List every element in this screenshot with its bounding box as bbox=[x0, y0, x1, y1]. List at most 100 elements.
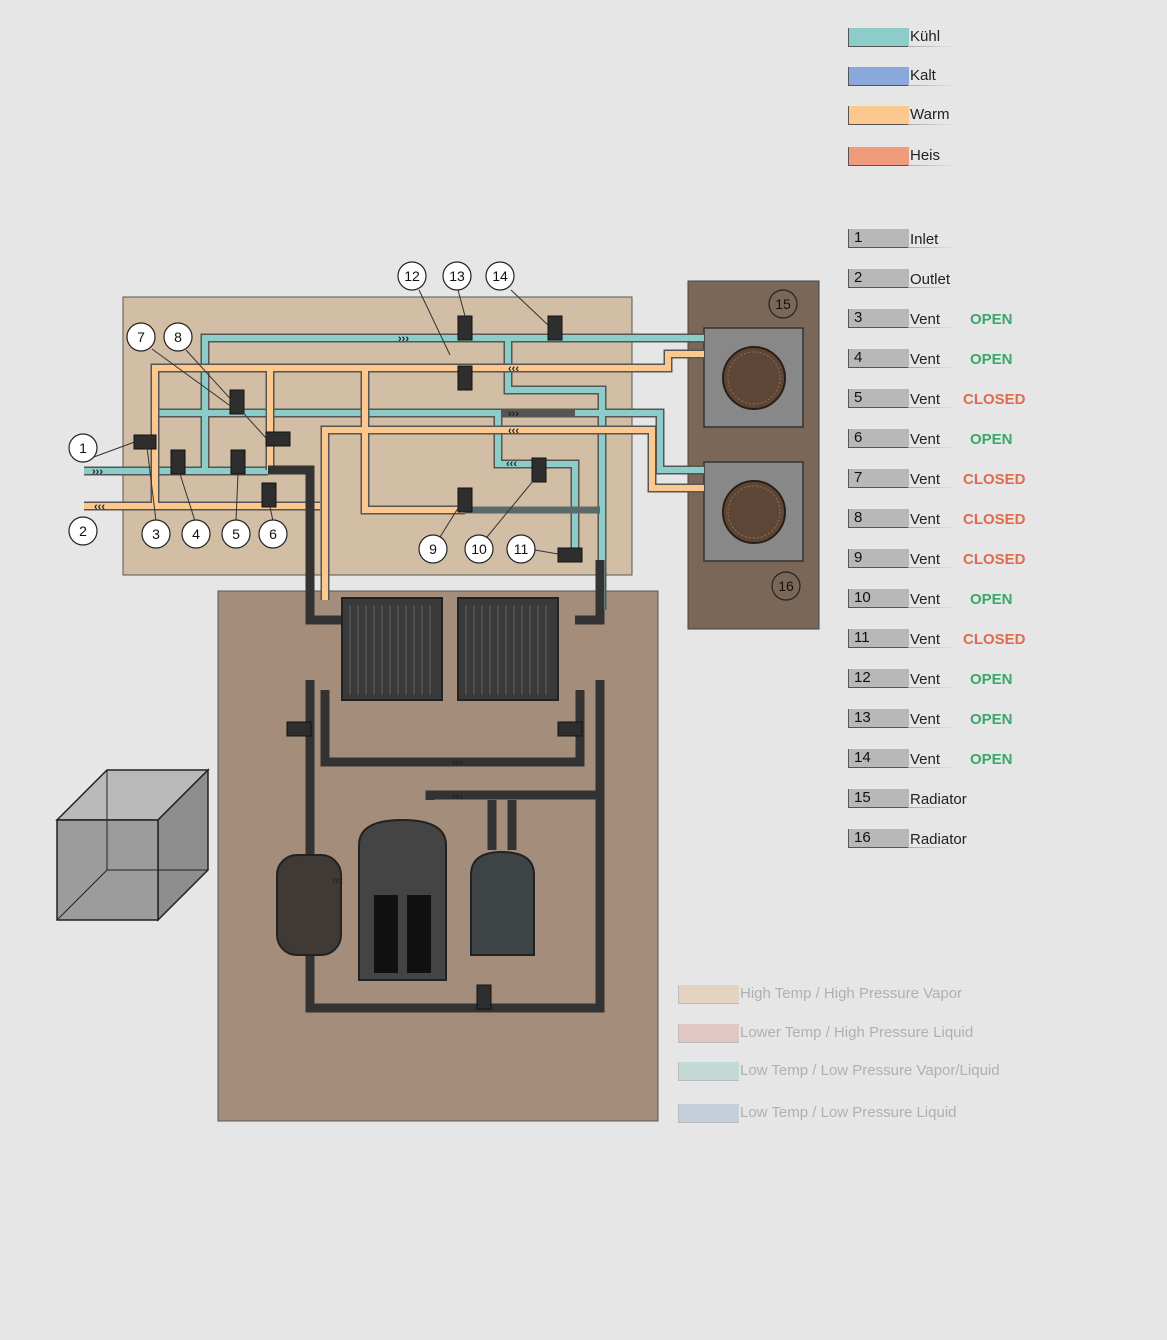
number-swatch bbox=[848, 469, 909, 488]
temperature-swatch bbox=[678, 1024, 739, 1043]
component-name: Radiator bbox=[910, 791, 967, 808]
svg-text:‹‹‹: ‹‹‹ bbox=[508, 363, 519, 375]
valve-symbols bbox=[133, 315, 583, 1010]
component-name: Radiator bbox=[910, 831, 967, 848]
fluid-label: Kalt bbox=[910, 67, 936, 84]
svg-text:13: 13 bbox=[449, 268, 465, 284]
valve-state: OPEN bbox=[970, 671, 1013, 688]
underline bbox=[908, 647, 958, 648]
component-name: Vent bbox=[910, 551, 941, 568]
number-swatch bbox=[848, 829, 909, 848]
callout-16: 16 bbox=[771, 571, 801, 601]
number-swatch bbox=[848, 549, 909, 568]
callout-13: 13 bbox=[442, 261, 472, 291]
component-number: 10 bbox=[854, 589, 871, 606]
valve-state: OPEN bbox=[970, 311, 1013, 328]
underline bbox=[908, 487, 958, 488]
callout-10: 10 bbox=[464, 534, 494, 564]
valve-state: CLOSED bbox=[963, 551, 1026, 568]
number-swatch bbox=[848, 269, 909, 288]
underline bbox=[908, 807, 958, 808]
number-swatch bbox=[848, 709, 909, 728]
underline bbox=[908, 527, 958, 528]
component-number: 11 bbox=[854, 629, 870, 646]
fluid-label: Warm bbox=[910, 106, 950, 123]
svg-text:5: 5 bbox=[232, 526, 240, 542]
temperature-label: High Temp / High Pressure Vapor bbox=[740, 985, 963, 1002]
component-number: 8 bbox=[854, 509, 863, 526]
svg-text:10: 10 bbox=[471, 541, 487, 557]
svg-text:12: 12 bbox=[404, 268, 420, 284]
callout-3: 3 bbox=[141, 519, 171, 549]
component-number: 6 bbox=[854, 429, 863, 446]
callout-leaders bbox=[82, 289, 559, 555]
underline bbox=[908, 687, 958, 688]
component-name: Vent bbox=[910, 351, 941, 368]
underline bbox=[908, 607, 958, 608]
number-swatch bbox=[848, 789, 909, 808]
component-name: Vent bbox=[910, 311, 941, 328]
number-swatch bbox=[848, 589, 909, 608]
svg-text:8: 8 bbox=[174, 329, 182, 345]
fluid-swatch bbox=[848, 67, 909, 86]
component-number: 2 bbox=[854, 269, 863, 286]
underline bbox=[908, 124, 958, 125]
component-name: Vent bbox=[910, 631, 941, 648]
svg-text:11: 11 bbox=[514, 541, 529, 557]
underline bbox=[908, 567, 958, 568]
svg-text:1: 1 bbox=[79, 440, 87, 456]
svg-text:‹‹‹: ‹‹‹ bbox=[332, 875, 343, 887]
machine-pipes bbox=[268, 465, 605, 1013]
svg-text:›››: ››› bbox=[508, 408, 519, 420]
component-number: 3 bbox=[854, 309, 863, 326]
valve-state: OPEN bbox=[970, 351, 1013, 368]
temperature-label: Lower Temp / High Pressure Liquid bbox=[740, 1024, 974, 1041]
callout-5: 5 bbox=[221, 519, 251, 549]
component-name: Vent bbox=[910, 751, 941, 768]
callout-8: 8 bbox=[163, 322, 193, 352]
temperature-swatch bbox=[678, 985, 739, 1004]
cube-icon bbox=[55, 768, 210, 922]
heat-exchanger-right bbox=[457, 597, 559, 701]
receiver-tank bbox=[276, 854, 342, 956]
compressor bbox=[358, 818, 447, 981]
underline bbox=[908, 447, 958, 448]
component-number: 16 bbox=[854, 829, 871, 846]
temperature-label: Low Temp / Low Pressure Vapor/Liquid bbox=[740, 1062, 1000, 1079]
component-number: 7 bbox=[854, 469, 863, 486]
underline bbox=[908, 287, 958, 288]
underline bbox=[908, 367, 958, 368]
callout-6: 6 bbox=[258, 519, 288, 549]
underline bbox=[908, 247, 958, 248]
fluid-swatch bbox=[848, 28, 909, 47]
callout-12: 12 bbox=[397, 261, 427, 291]
svg-text:‹‹‹: ‹‹‹ bbox=[452, 791, 463, 803]
svg-text:3: 3 bbox=[152, 526, 160, 542]
flow-arrows: ››› ‹‹‹ ››› ‹‹‹ ››› ‹‹‹ ‹‹‹ ››› ‹‹‹ ‹‹‹ bbox=[92, 333, 519, 887]
svg-text:15: 15 bbox=[775, 296, 791, 312]
fluid-swatch bbox=[848, 147, 909, 166]
component-number: 12 bbox=[854, 669, 871, 686]
component-number: 4 bbox=[854, 349, 863, 366]
valve-state: CLOSED bbox=[963, 391, 1026, 408]
callout-15: 15 bbox=[768, 289, 798, 319]
fluid-label: Heis bbox=[910, 147, 941, 164]
svg-text:16: 16 bbox=[778, 578, 794, 594]
underline bbox=[908, 767, 958, 768]
callout-2: 2 bbox=[68, 516, 98, 546]
component-name: Vent bbox=[910, 671, 941, 688]
valve-state: OPEN bbox=[970, 711, 1013, 728]
component-number: 9 bbox=[854, 549, 863, 566]
valve-state: CLOSED bbox=[963, 511, 1026, 528]
component-number: 14 bbox=[854, 749, 871, 766]
callout-9: 9 bbox=[418, 534, 448, 564]
component-name: Vent bbox=[910, 471, 941, 488]
valve-state: CLOSED bbox=[963, 471, 1026, 488]
component-number: 13 bbox=[854, 709, 871, 726]
valve-state: OPEN bbox=[970, 431, 1013, 448]
svg-text:‹‹‹: ‹‹‹ bbox=[508, 425, 519, 437]
number-swatch bbox=[848, 509, 909, 528]
valve-state: OPEN bbox=[970, 591, 1013, 608]
